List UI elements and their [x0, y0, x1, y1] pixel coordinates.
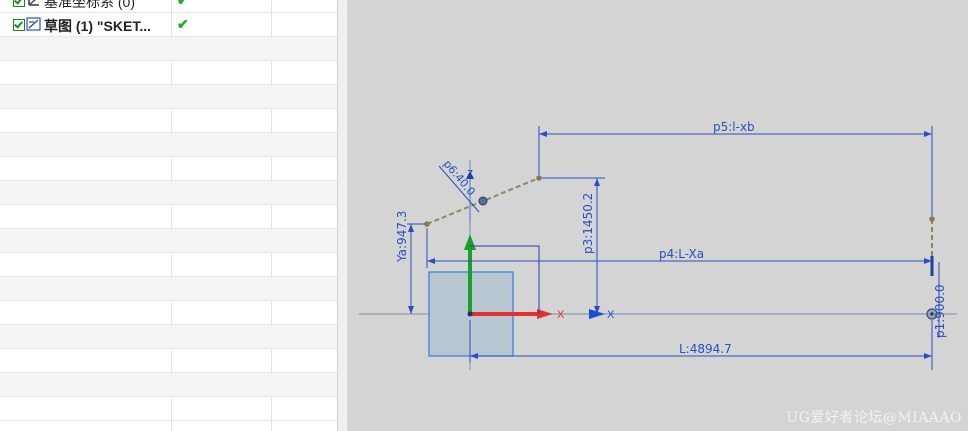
part-navigator: 基准坐标系 (0) ✔ 草图 (1) "SKET... ✔: [0, 0, 337, 431]
dim-arrowhead: [470, 353, 478, 359]
dim-arrowhead: [924, 353, 932, 359]
csys-z-arrowhead: [464, 234, 476, 250]
empty-row: [0, 325, 337, 349]
tree-row-label: 基准坐标系 (0): [44, 0, 135, 10]
status-check-icon: ✔: [177, 16, 189, 32]
csys-x-arrowhead: [537, 309, 553, 319]
sketch-point[interactable]: [424, 221, 430, 227]
tree-row-label: 草图 (1) "SKET...: [44, 18, 151, 34]
dim-p1-label[interactable]: p1:900.0: [933, 284, 947, 338]
column-divider: [171, 0, 172, 431]
empty-row: [0, 205, 337, 229]
watermark: UG爱好者论坛@MIAAAO: [786, 410, 962, 426]
status-check-icon: ✔: [177, 0, 189, 8]
dim-arrowhead: [408, 224, 414, 232]
graphics-window[interactable]: X X Z p5:l-xb p3:1450.2: [347, 0, 968, 431]
empty-row: [0, 253, 337, 277]
sketch-point[interactable]: [536, 175, 542, 181]
sketch-x-label: X: [607, 309, 615, 321]
empty-row: [0, 349, 337, 373]
dim-arrowhead: [924, 131, 932, 137]
local-z-arrowhead: [466, 171, 474, 179]
empty-row: [0, 109, 337, 133]
dim-arrowhead: [408, 306, 414, 314]
end-point-center: [930, 312, 934, 316]
inner-offset-lines: [470, 245, 540, 314]
z-label: Z: [467, 169, 473, 180]
dim-arrowhead: [594, 306, 600, 314]
sketch-icon: [26, 17, 41, 31]
origin-point[interactable]: [467, 311, 473, 317]
dim-ya-label[interactable]: Ya:947.3: [395, 211, 409, 263]
empty-row: [0, 61, 337, 85]
empty-row: [0, 181, 337, 205]
empty-row: [0, 133, 337, 157]
empty-row: [0, 229, 337, 253]
empty-row: [0, 157, 337, 181]
tree-row-datum-csys[interactable]: 基准坐标系 (0) ✔: [0, 0, 337, 13]
dim-arrowhead: [539, 131, 547, 137]
column-divider: [271, 0, 272, 431]
dim-l-label[interactable]: L:4894.7: [679, 342, 732, 356]
sketch-midpoint[interactable]: [478, 196, 488, 206]
empty-row: [0, 85, 337, 109]
csys-x-label: X: [557, 309, 565, 321]
empty-row: [0, 37, 337, 61]
dim-p4-label[interactable]: p4:L-Xa: [659, 247, 704, 261]
panel-splitter[interactable]: [337, 0, 347, 431]
tree-row-sketch[interactable]: 草图 (1) "SKET... ✔: [0, 13, 337, 37]
empty-row: [0, 373, 337, 397]
dim-arrowhead: [427, 258, 435, 264]
datum-csys-icon: [28, 0, 39, 6]
sketch-canvas[interactable]: X X Z p5:l-xb p3:1450.2: [347, 0, 968, 431]
empty-row: [0, 277, 337, 301]
dim-arrowhead: [594, 178, 600, 186]
dim-line-p6[interactable]: [438, 165, 480, 213]
sketch-point[interactable]: [929, 216, 935, 222]
dim-p5-label[interactable]: p5:l-xb: [713, 120, 755, 134]
dim-p3-label[interactable]: p3:1450.2: [581, 193, 595, 254]
empty-row: [0, 301, 337, 325]
dim-arrowhead: [924, 258, 932, 264]
visibility-checkbox[interactable]: [13, 19, 25, 31]
empty-row: [0, 397, 337, 421]
visibility-checkbox[interactable]: [13, 0, 25, 7]
